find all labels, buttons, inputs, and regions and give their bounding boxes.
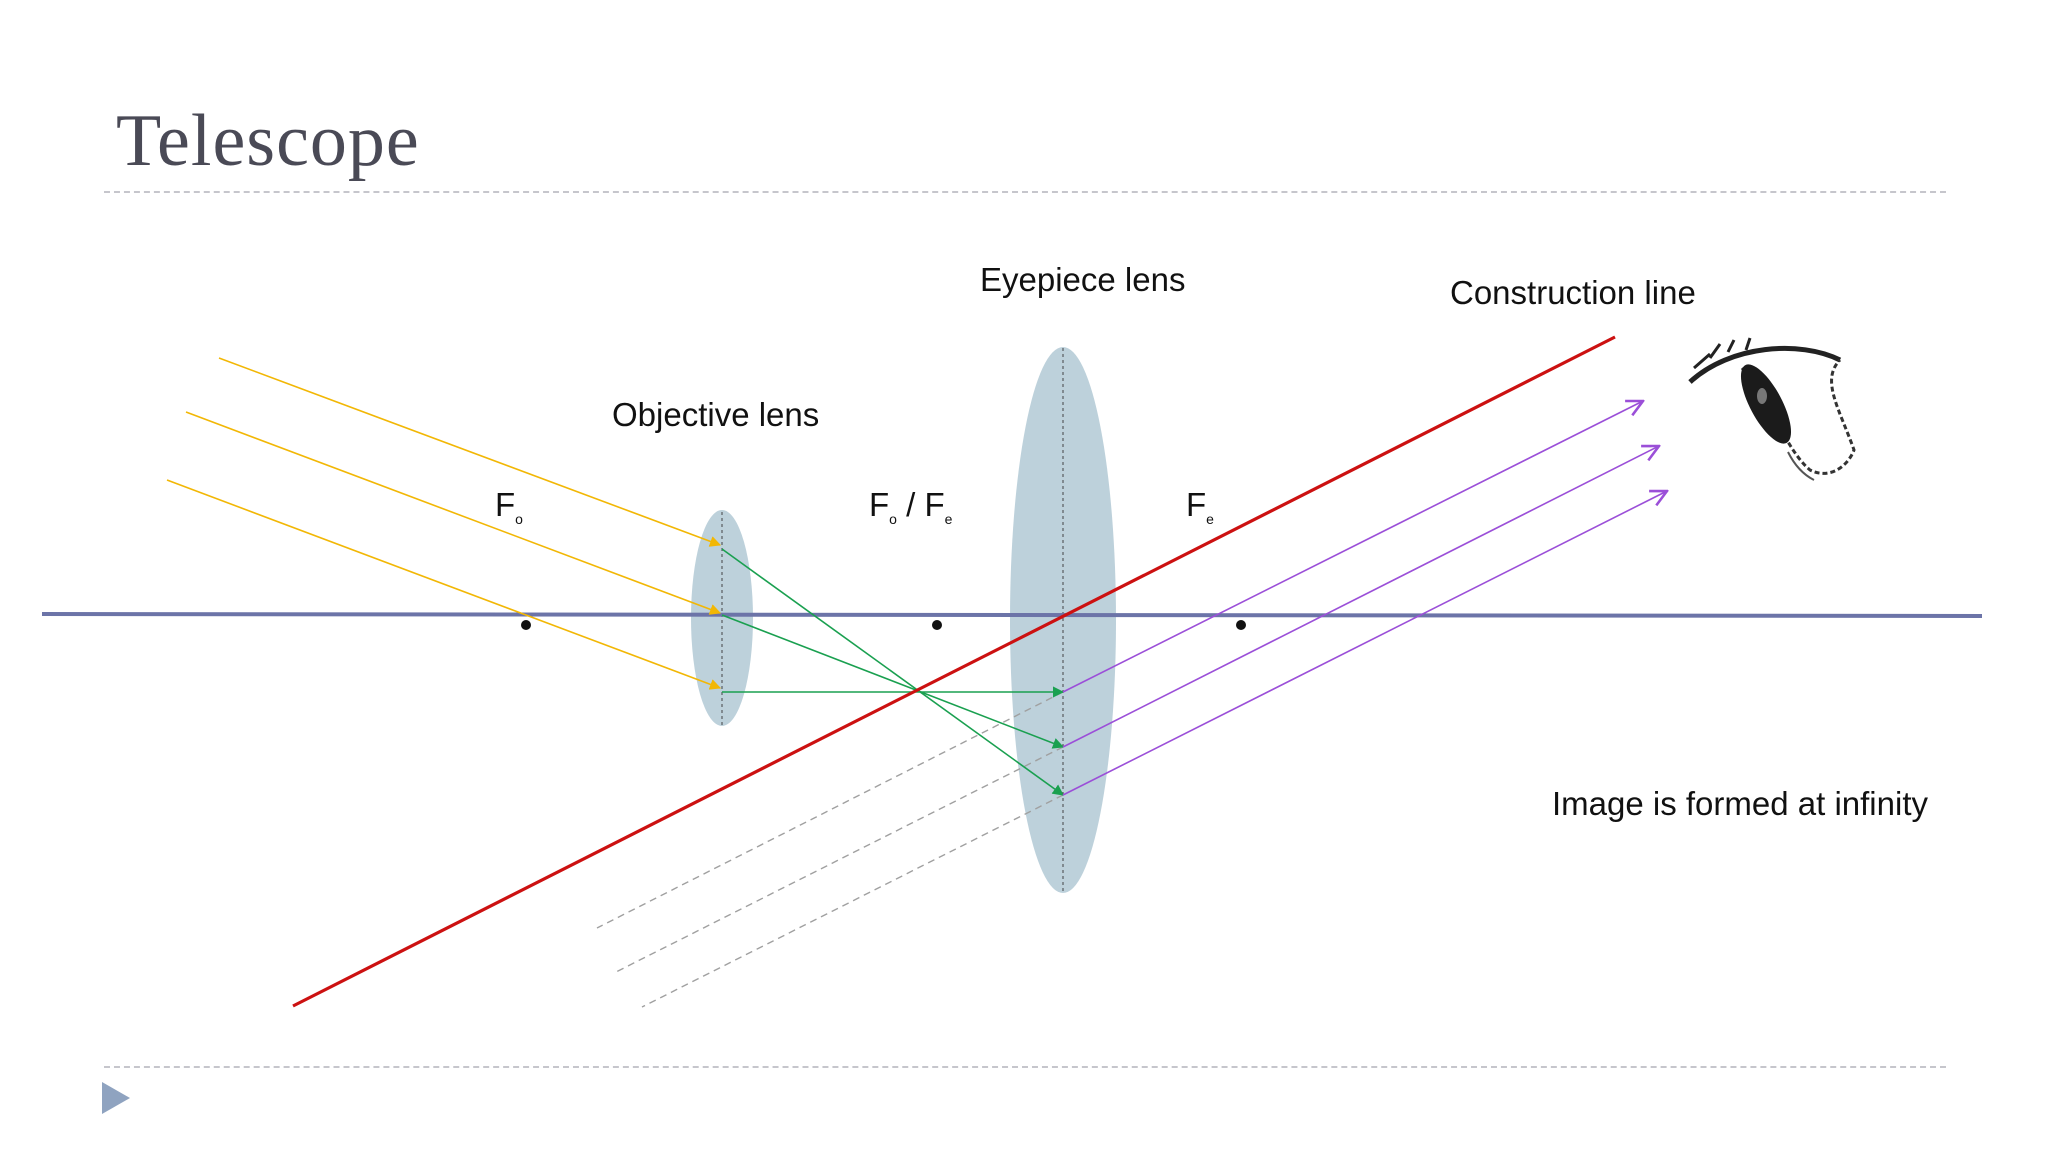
refracted-ray-1 — [721, 548, 1064, 796]
virtual-extension-3 — [641, 794, 1064, 1008]
construction-line-label: Construction line — [1450, 274, 1696, 311]
refracted-ray-2 — [721, 614, 1065, 749]
virtual-extension-1 — [596, 691, 1064, 929]
emergent-ray-3 — [1062, 491, 1667, 796]
principal-axis — [41, 612, 1983, 618]
focal-point-objective — [521, 620, 531, 630]
focal-label-objective: Fo — [495, 486, 523, 527]
objective-lens — [691, 510, 753, 726]
eyepiece-lens-label: Eyepiece lens — [980, 261, 1185, 298]
incoming-ray-3 — [166, 479, 722, 690]
play-triangle-icon[interactable] — [102, 1082, 130, 1114]
image-note-label: Image is formed at infinity — [1552, 785, 1928, 822]
focal-label-eyepiece: Fe — [1186, 486, 1214, 527]
objective-lens-label: Objective lens — [612, 396, 819, 433]
top-divider — [104, 191, 1946, 193]
eye-icon — [1688, 337, 1856, 481]
construction-line — [292, 335, 1616, 1008]
emergent-ray-1 — [1062, 401, 1643, 693]
incoming-ray-1 — [218, 357, 722, 547]
virtual-extension-2 — [613, 746, 1064, 974]
slide-title: Telescope — [116, 100, 420, 182]
focal-point-shared — [932, 620, 942, 630]
focal-point-eyepiece — [1236, 620, 1246, 630]
incoming-ray-2 — [185, 411, 722, 615]
emergent-ray-2 — [1062, 446, 1659, 748]
bottom-divider — [104, 1066, 1946, 1068]
focal-label-shared: Fo / Fe — [869, 486, 953, 527]
